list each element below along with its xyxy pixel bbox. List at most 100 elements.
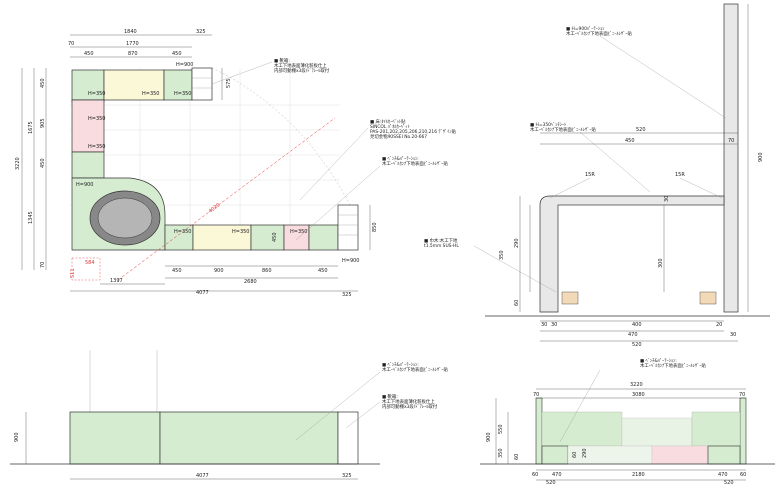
dim-1397: 1397: [110, 278, 123, 284]
bench-bottom-yellow: [192, 224, 252, 251]
sec-dim-470: 470: [628, 332, 638, 338]
elev-right-dim-470-b: 470: [718, 472, 728, 478]
plan-note-shoebox-l2: 内部可動棚x3段/ﾄﾞｱﾚｰﾙ取付: [274, 67, 330, 74]
dim-450-bottom-a: 450: [172, 268, 182, 274]
dim-575: 575: [226, 78, 232, 88]
sec-dim-900: 900: [758, 152, 764, 162]
elev-right-dim-3220: 3220: [630, 382, 643, 388]
sec-dim-15r-a: 15R: [585, 172, 595, 178]
elev-right-seat-right: [707, 445, 741, 465]
elev-right-dim-2180: 2180: [632, 472, 645, 478]
sec-note-base-l1: t1.5mm SUS-HL: [424, 243, 459, 249]
round-table-top: [97, 197, 153, 239]
sec-dim-30: 30: [664, 196, 670, 202]
elev-right-seat-pink: [651, 445, 709, 465]
dim-450-left-b: 450: [40, 158, 46, 168]
sec-dim-450: 450: [625, 138, 635, 144]
h350-h: H=350: [290, 229, 308, 235]
plan-note-shoebox-title: ■ 靴箱:: [274, 57, 290, 64]
bench-bottom-green1: [164, 224, 194, 251]
plan-note-vinyl-title: ■ ﾍﾞﾝﾁ&ﾊﾟｰﾃｰｼｮﾝ:: [382, 155, 419, 162]
h900-top: H=900: [176, 62, 194, 68]
elev-left-note-shoe-title: ■ 靴箱:: [382, 393, 398, 400]
elev-right-dim-70-b: 70: [739, 392, 745, 398]
bench-top-yellow: [103, 69, 165, 101]
sec-dim-30-d: 30: [730, 332, 736, 338]
h350-a: H=350: [88, 91, 106, 97]
dim-1770: 1770: [126, 41, 139, 47]
dim-1675: 1675: [28, 121, 34, 134]
sec-dim-70: 70: [728, 138, 734, 144]
bench-bottom-green2: [250, 224, 285, 251]
plan-left-dims: 450 1675 905 3220 450 1345 70: [15, 68, 47, 270]
dim-1345: 1345: [28, 211, 34, 224]
elev-right-dim-520-a: 520: [546, 480, 556, 485]
elev-left-shoebox: [337, 411, 359, 465]
dim-3220: 3220: [15, 157, 21, 170]
dim-905: 905: [40, 118, 46, 128]
dim-860: 860: [262, 268, 272, 274]
plan-note-floor-title: ■ 床:ﾀｲﾙｶｰﾍﾟｯﾄ貼: [370, 118, 406, 125]
elev-left-dim-325: 325: [342, 473, 352, 479]
sec-note-mid-l1: 木工ｰﾍﾞﾙｶﾝﾅ下地表面ﾋﾞﾆｰﾙﾚｻﾞｰ貼: [530, 126, 596, 133]
dim-450-top-b: 450: [172, 51, 182, 57]
section-partition: [723, 3, 739, 313]
elev-right-note-vinyl-title: ■ ﾍﾞﾝﾁ&ﾊﾟｰﾃｰｼｮﾝ:: [640, 357, 677, 364]
dim-850: 850: [372, 222, 378, 232]
shoe-box-right: [337, 204, 359, 251]
elev-right-post-left: [535, 397, 543, 465]
sec-dim-20: 20: [716, 322, 722, 328]
elev-right-note-vinyl-l1: 木工ｰﾍﾞﾙｶﾝﾅ下地表面ﾋﾞﾆｰﾙﾚｻﾞｰ貼: [640, 362, 706, 369]
sec-note-base-title: ■ 巾木:木工下地: [424, 237, 458, 244]
dim-70-top: 70: [68, 41, 74, 47]
elev-right-dim-290: 290: [582, 448, 588, 458]
elev-left-note-vinyl-l1: 木工ｰﾍﾞﾙｶﾝﾅ下地表面ﾋﾞﾆｰﾙﾚｻﾞｰ貼: [382, 366, 448, 373]
elev-left-note-vinyl-title: ■ ﾍﾞﾝﾁ&ﾊﾟｰﾃｰｼｮﾝ:: [382, 361, 419, 368]
elev-left-bench-b: [159, 411, 339, 465]
elev-right-seat-left: [541, 445, 569, 465]
sec-dim-290: 290: [514, 238, 520, 248]
elev-right-dim-520-b: 520: [724, 480, 734, 485]
plan-note-shoebox-l1: 木工下地表面薄化粧板仕上: [274, 62, 327, 69]
h900-right: H=900: [342, 258, 360, 264]
elev-right-seat-mid: [567, 445, 653, 465]
dim-900-bottom: 900: [214, 268, 224, 274]
section-view: 520 450 70 15R 15R 900 30 350 290 60 300…: [424, 3, 770, 348]
dim-450-top-a: 450: [84, 51, 94, 57]
plan-note-floor-l2: PAS-201,202,205,206,210,216 ﾃﾞｻﾞｲﾝ貼: [370, 128, 457, 135]
h350-b: H=350: [142, 91, 160, 97]
elev-left-dim-4077: 4077: [196, 473, 209, 479]
elev-right-dim-60-b: 60: [572, 452, 578, 458]
plan-top-dims: 1840 325 70 1770 450 870 450: [68, 29, 212, 58]
h350-g: H=350: [232, 229, 250, 235]
shoe-box-top: [191, 67, 213, 101]
dim-325-bottom: 325: [342, 292, 352, 298]
red-dim-4020: 4020: [208, 202, 222, 214]
bench-left-pink: [71, 99, 105, 153]
elev-right-panel-right: [691, 411, 741, 447]
bench-top-right-green: [163, 69, 193, 101]
plan-note-floor-l3: 見切金物/KISSEI No.20-667: [370, 133, 427, 140]
h350-f: H=350: [174, 229, 192, 235]
section-support-left: [561, 291, 579, 305]
h900-corner: H=900: [76, 182, 94, 188]
elev-right-dim-550: 550: [498, 424, 504, 434]
sec-dim-350: 350: [499, 250, 505, 260]
elev-right-dim-60: 60: [514, 454, 520, 460]
sec-note-top-title: ■ H=900ﾊﾟｰﾃｰｼｮﾝ: [566, 25, 604, 32]
sec-dim-15r-b: 15R: [675, 172, 685, 178]
elev-right-dim-470-a: 470: [552, 472, 562, 478]
dim-450-bottom-b: 450: [318, 268, 328, 274]
elev-right-dim-900: 900: [486, 432, 492, 442]
sec-dim-60: 60: [514, 300, 520, 306]
inner-dim-450: 450: [272, 232, 278, 242]
sec-dim-520-top: 520: [636, 127, 646, 133]
bench-left-green-lower: [71, 151, 105, 179]
plan-view: 4020 584 511 H=900 H=350 H=350 H=350 H=3…: [15, 29, 457, 298]
sec-note-top-l1: 木工ｰﾍﾞﾙｶﾝﾅ下地表面ﾋﾞﾆｰﾙﾚｻﾞｰ貼: [566, 30, 632, 37]
elev-right-dim-350: 350: [498, 448, 504, 458]
dim-4077: 4077: [196, 290, 209, 296]
red-dim-511: 511: [70, 268, 76, 278]
dim-70-left: 70: [40, 262, 46, 268]
